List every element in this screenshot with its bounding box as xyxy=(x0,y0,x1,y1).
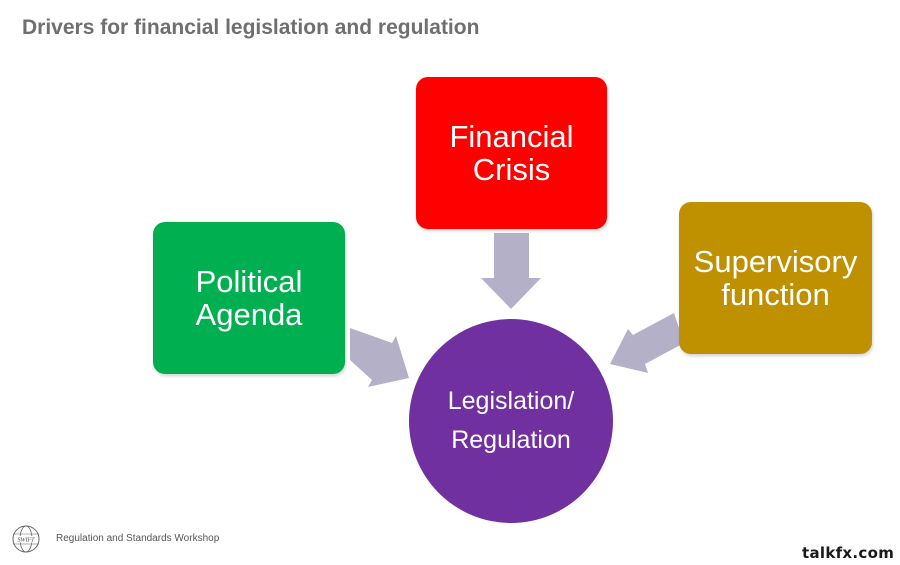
node-financial-crisis: Financial Crisis xyxy=(416,77,607,229)
node-legislation-regulation-label: Legislation/ Regulation xyxy=(447,387,575,454)
page-title: Drivers for financial legislation and re… xyxy=(22,16,480,39)
arrow-financial-crisis-to-legislation xyxy=(481,233,541,309)
node-political-agenda-label: Political Agenda xyxy=(195,263,303,332)
swift-logo-text: SWIFT xyxy=(18,538,36,544)
node-financial-crisis-label: Financial Crisis xyxy=(449,118,574,187)
watermark: talkfx.com xyxy=(802,544,895,562)
node-legislation-regulation: Legislation/ Regulation xyxy=(409,319,613,523)
swift-logo-icon: SWIFT xyxy=(12,525,40,553)
arrow-supervisory-function-to-legislation xyxy=(610,313,684,373)
node-supervisory-function-label: Supervisory function xyxy=(693,243,858,312)
arrow-political-agenda-to-legislation xyxy=(350,328,409,387)
node-political-agenda: Political Agenda xyxy=(153,222,345,374)
footer-text: Regulation and Standards Workshop xyxy=(56,533,220,544)
node-supervisory-function: Supervisory function xyxy=(679,202,872,354)
